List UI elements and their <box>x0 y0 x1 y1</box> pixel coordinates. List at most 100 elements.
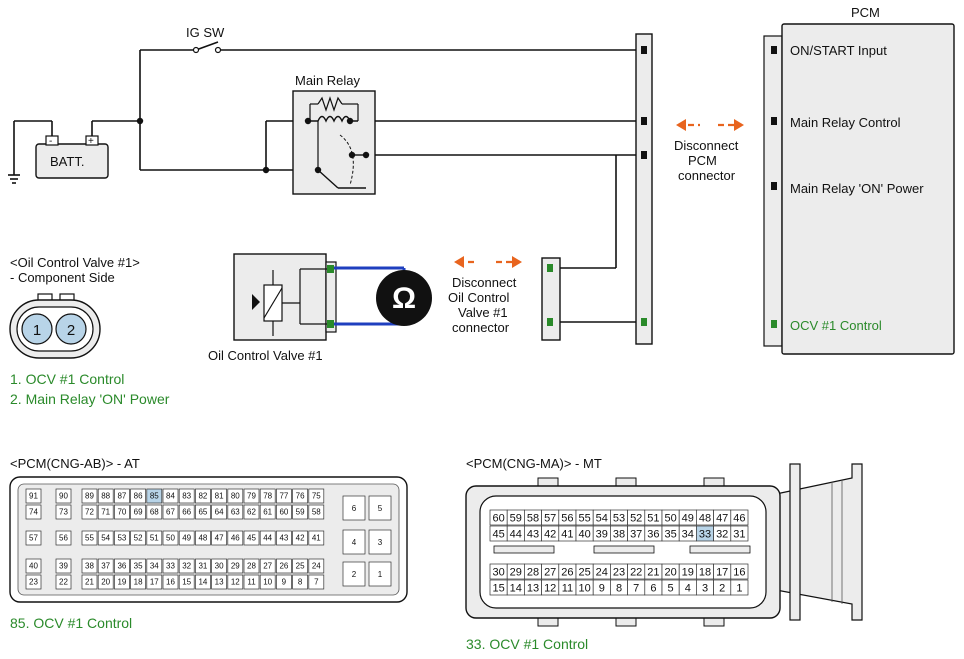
connector-pin-label: 58 <box>312 508 321 517</box>
connector-pin-label: 9 <box>282 578 287 587</box>
connector-pin-label: 41 <box>561 528 573 540</box>
connector-pin: 59 <box>506 509 525 526</box>
connector-pin: 76 <box>292 488 308 504</box>
connector-pin: 47 <box>713 509 732 526</box>
connector-pin-label: 48 <box>699 512 711 524</box>
connector-pin-label: 39 <box>59 562 68 571</box>
connector-pin-label: 30 <box>215 562 224 571</box>
connector-pin: 6 <box>644 579 663 596</box>
connector-pin: 21 <box>644 563 663 580</box>
connector-pin-label: 17 <box>716 566 728 578</box>
connector-pin-label: 24 <box>312 562 321 571</box>
connector-pin-label: 49 <box>682 512 694 524</box>
connector-pin-label: 46 <box>733 512 745 524</box>
connector-pin-label: 53 <box>117 534 126 543</box>
connector-pin: 59 <box>292 504 308 520</box>
connector-pin: 9 <box>592 579 611 596</box>
connector-pin: 19 <box>114 574 130 590</box>
svg-text:-: - <box>49 136 52 147</box>
connector-pin: 91 <box>25 488 42 504</box>
connector-pin: 78 <box>259 488 276 504</box>
pcm-title: PCM <box>851 5 880 20</box>
connector-pin: 46 <box>227 530 244 546</box>
connector-pin: 1 <box>368 561 392 587</box>
connector-pin-label: 19 <box>682 566 694 578</box>
connector-pin-label: 89 <box>85 492 94 501</box>
oil-control-valve: Oil Control Valve #1 <box>208 253 337 363</box>
connector-pin: 84 <box>162 488 179 504</box>
connector-pin: 41 <box>308 530 325 546</box>
connector-pin-label: 78 <box>263 492 272 501</box>
ohmmeter: Ω <box>334 266 432 326</box>
connector-pin-label: 34 <box>682 528 694 540</box>
connector-pin-label: 4 <box>685 582 691 594</box>
connector-pin-label: 24 <box>596 566 608 578</box>
connector-pin-label: 5 <box>668 582 674 594</box>
connector-pin: 2 <box>342 561 366 587</box>
connector-pin: 21 <box>81 574 98 590</box>
connector-pin: 35 <box>661 525 680 542</box>
connector-pin: 90 <box>55 488 72 504</box>
connector-pin-label: 14 <box>510 582 522 594</box>
connector-pin: 12 <box>227 574 244 590</box>
connector-pin: 4 <box>342 529 366 555</box>
connector-pin-label: 28 <box>527 566 539 578</box>
connector-pin-label: 77 <box>279 492 288 501</box>
connector-pin: 60 <box>276 504 292 520</box>
connector-pin-label: 10 <box>578 582 590 594</box>
pcm-module: PCM ON/START Input Main Relay Control Ma… <box>763 5 955 355</box>
connector-pin-label: 33 <box>166 562 175 571</box>
connector-pin: 19 <box>678 563 697 580</box>
connector-pin: 17 <box>146 574 163 590</box>
connector-pin-label: 35 <box>134 562 143 571</box>
connector-pin: 23 <box>25 574 42 590</box>
connector-pin-label: 61 <box>263 508 272 517</box>
connector-pin: 29 <box>506 563 525 580</box>
pcm-pin-ocv-control: OCV #1 Control <box>790 318 882 333</box>
connector-pin: 69 <box>130 504 146 520</box>
connector-pin-label: 34 <box>150 562 159 571</box>
connector-pin: 5 <box>661 579 680 596</box>
connector-pin-label: 29 <box>231 562 240 571</box>
battery-label: BATT. <box>50 154 84 169</box>
disconnect-pcm-note: Disconnect PCM connector <box>674 119 744 183</box>
connector-pin: 7 <box>308 574 325 590</box>
connector-pin-label: 45 <box>492 528 504 540</box>
connector-pin: 44 <box>259 530 276 546</box>
connector-pin: 43 <box>276 530 292 546</box>
connector-pin-label: 82 <box>198 492 207 501</box>
connector-pin-label: 36 <box>647 528 659 540</box>
connector-pin: 65 <box>195 504 211 520</box>
connector-pin: 40 <box>575 525 594 542</box>
connector-pin-label: 30 <box>492 566 504 578</box>
main-relay: Main Relay <box>292 73 376 195</box>
connector-pin-label: 57 <box>29 534 38 543</box>
connector-pin: 33 <box>696 525 714 542</box>
connector-pin: 15 <box>489 579 508 596</box>
connector-pin-label: 1 <box>736 582 742 594</box>
connector-pin: 71 <box>97 504 114 520</box>
connector-pin: 39 <box>55 558 72 574</box>
ohm-symbol: Ω <box>392 282 416 315</box>
connector-pin: 33 <box>162 558 179 574</box>
connector-pin: 9 <box>276 574 292 590</box>
connector-pin-label: 5 <box>378 504 383 513</box>
svg-text:Valve #1: Valve #1 <box>458 305 508 320</box>
connector-pin: 51 <box>146 530 163 546</box>
connector-pin: 46 <box>730 509 749 526</box>
connector-pin: 24 <box>308 558 325 574</box>
connector-pin: 28 <box>524 563 542 580</box>
pcm-pin-on-start: ON/START Input <box>790 43 887 58</box>
connector-pin-label: 32 <box>716 528 728 540</box>
connector-pin-label: 58 <box>527 512 539 524</box>
connector-pin: 55 <box>81 530 98 546</box>
connector-pin: 47 <box>211 530 227 546</box>
connector-pin: 13 <box>211 574 227 590</box>
connector-pin: 14 <box>506 579 525 596</box>
svg-text:Disconnect: Disconnect <box>452 275 517 290</box>
connector-pin: 50 <box>661 509 680 526</box>
connector-pin-label: 13 <box>527 582 539 594</box>
connector-pin-label: 43 <box>279 534 288 543</box>
connector-pin: 41 <box>558 525 577 542</box>
connector-pin: 22 <box>55 574 72 590</box>
